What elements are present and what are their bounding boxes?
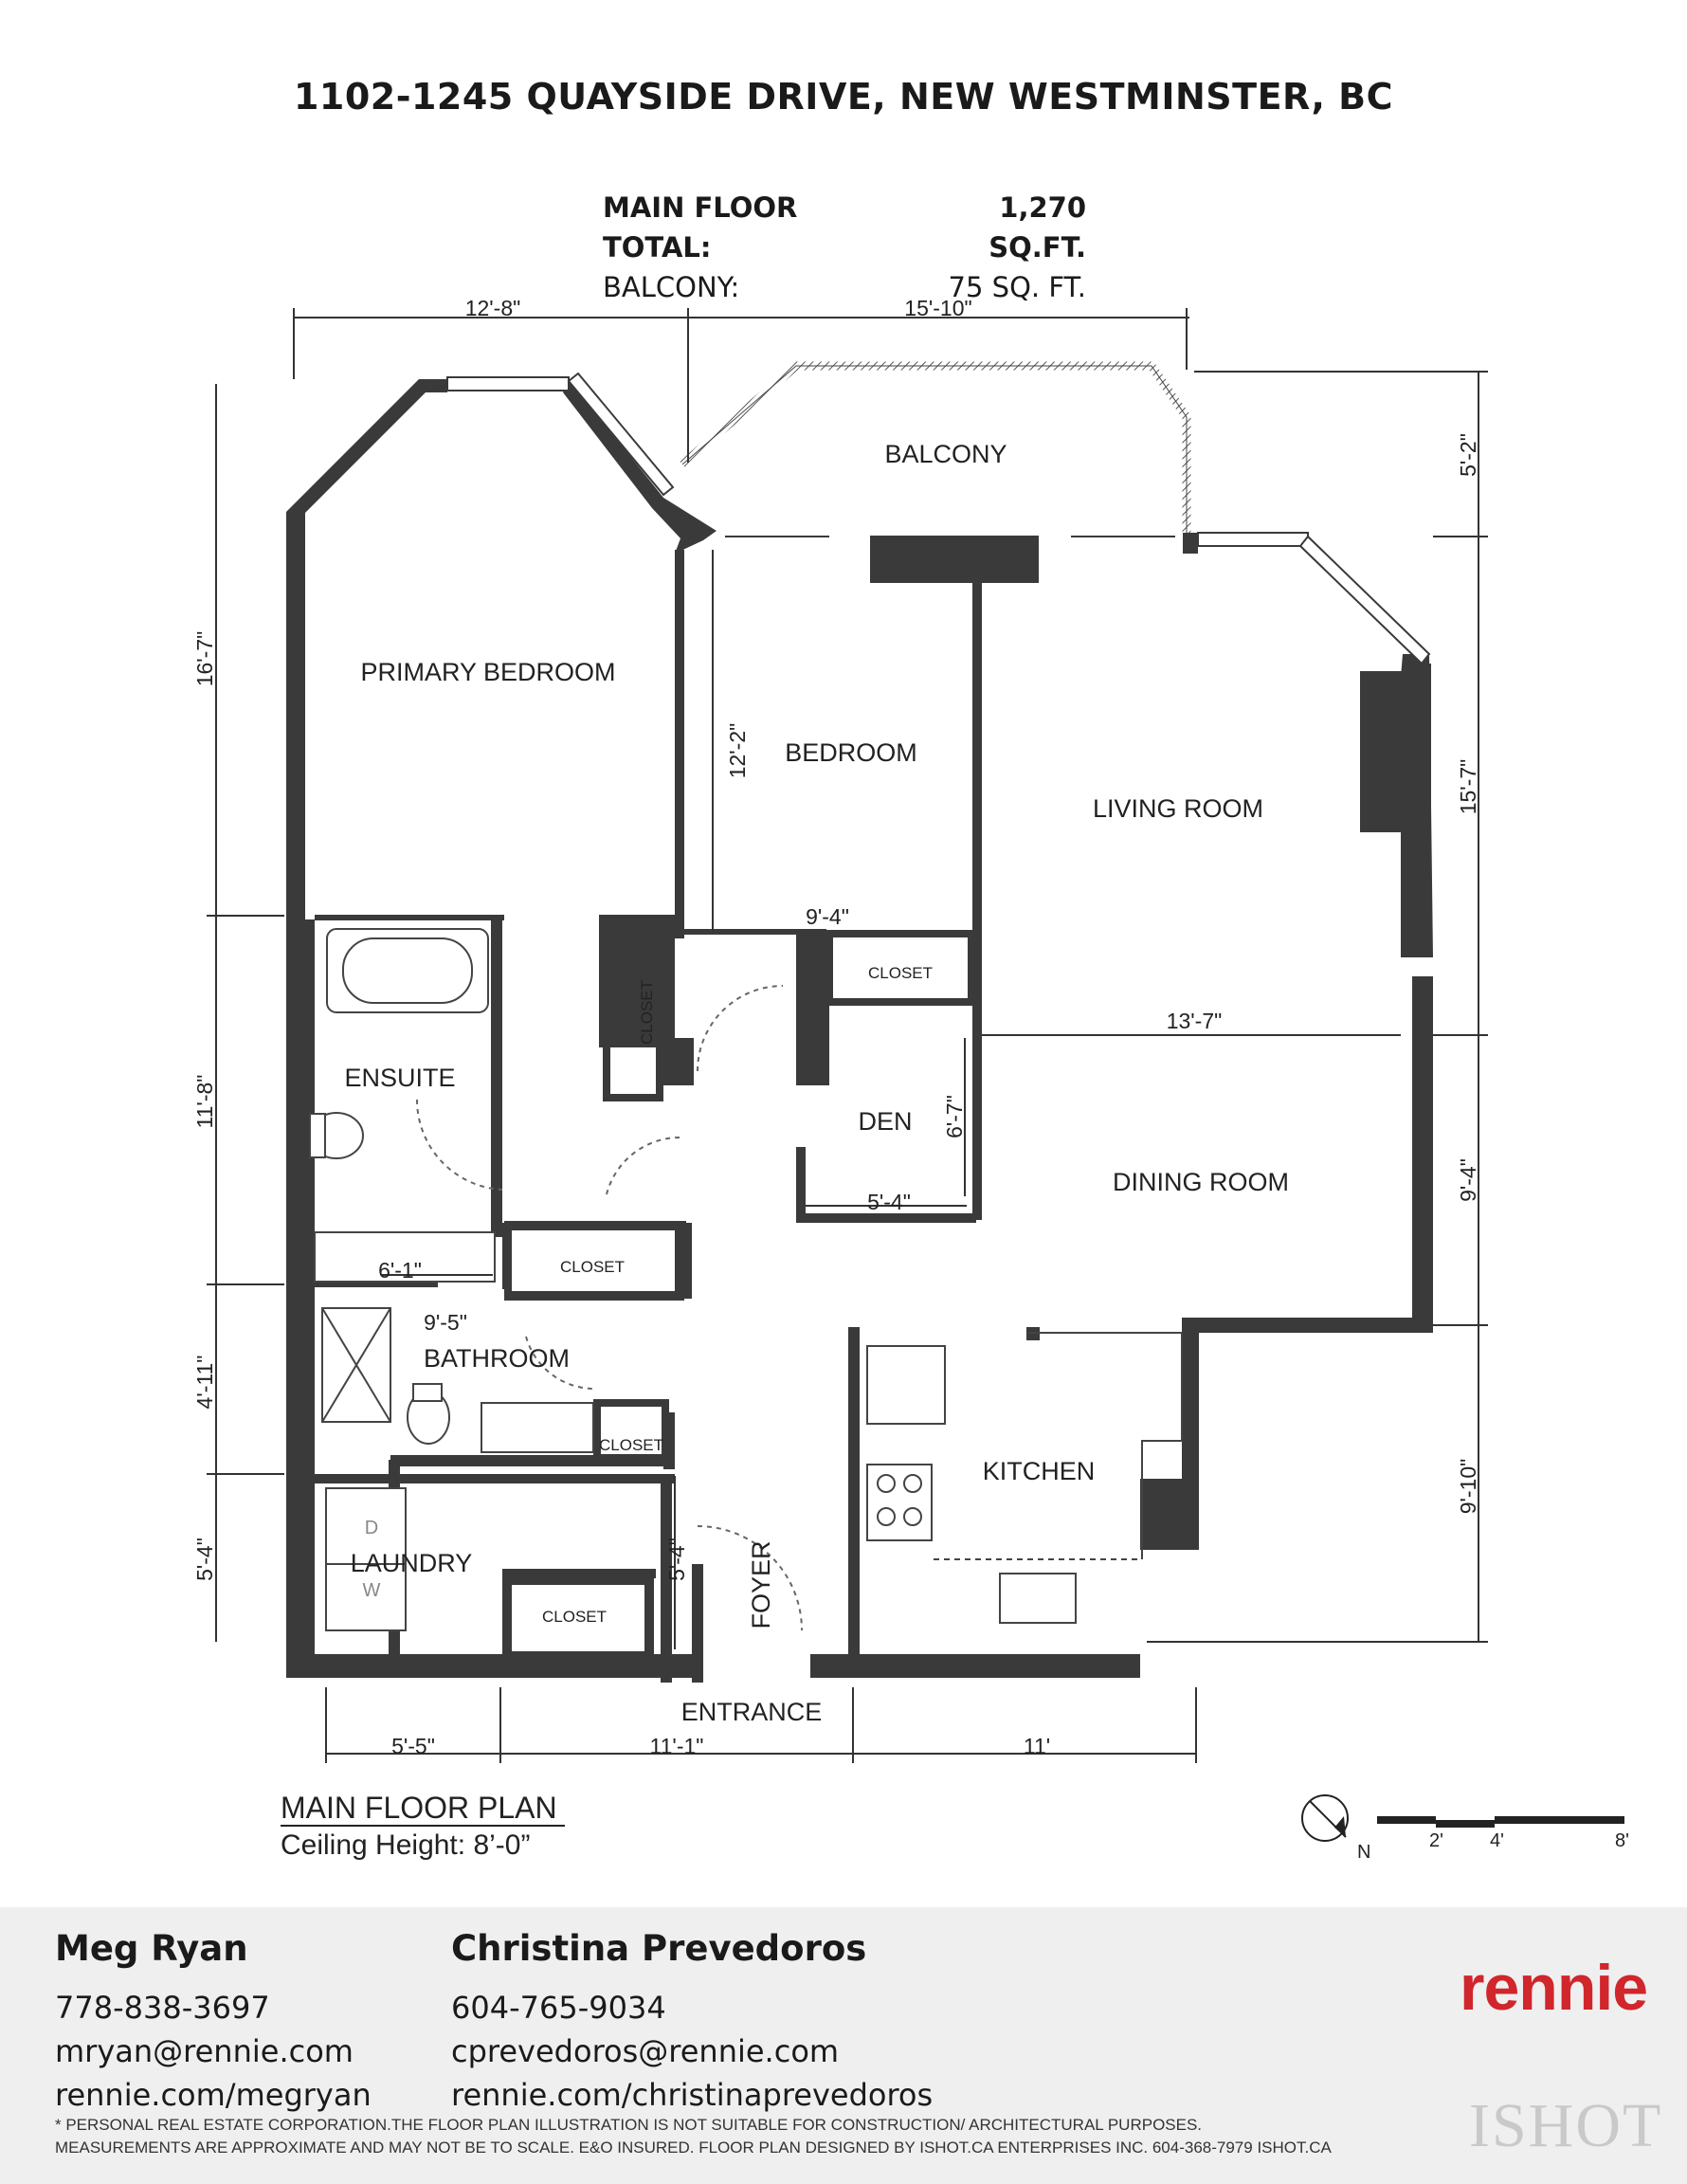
dim-bottom-right: 11' — [1024, 1734, 1050, 1758]
room-entrance: ENTRANCE — [681, 1698, 823, 1726]
plan-title: MAIN FLOOR PLAN — [281, 1791, 557, 1825]
room-bathroom: BATHROOM — [424, 1344, 570, 1373]
dim-right-dining: 9'-4" — [1456, 1158, 1480, 1202]
dim-living-w: 13'-7" — [1167, 1009, 1223, 1033]
dim-left-ensuite: 11'-8" — [192, 1075, 217, 1129]
dim-bath-w: 9'-5" — [424, 1310, 467, 1335]
closet-label-bathroom: CLOSET — [599, 1436, 663, 1454]
closet-label-primary: CLOSET — [638, 980, 656, 1045]
dim-bedroom-v: 12'-2" — [725, 723, 750, 779]
windows — [446, 372, 1431, 665]
ceiling-height: Ceiling Height: 8’-0” — [281, 1829, 530, 1861]
scale-2ft: 2' — [1429, 1830, 1443, 1851]
dim-right-kitchen: 9'-10" — [1456, 1459, 1480, 1515]
agent-1-phone[interactable]: 778-838-3697 — [55, 1990, 270, 2026]
dim-left-primary: 16'-7" — [192, 631, 217, 687]
compass-icon — [1301, 1794, 1349, 1842]
scale-4ft: 4' — [1490, 1830, 1504, 1851]
scale-bar: 2' 4' 8' — [1377, 1816, 1629, 1851]
closet-label-bedroom: CLOSET — [868, 964, 933, 982]
agent-2-name: Christina Prevedoros — [451, 1928, 867, 1969]
agent-2-phone[interactable]: 604-765-9034 — [451, 1990, 666, 2026]
room-dining-room: DINING ROOM — [1113, 1168, 1289, 1196]
dim-right-balcony: 5'-2" — [1456, 433, 1480, 477]
area-summary: MAIN FLOOR TOTAL: 1,270 SQ.FT. BALCONY: … — [603, 188, 1086, 307]
balcony-area-label: BALCONY: — [603, 271, 740, 303]
closets — [504, 918, 975, 1659]
property-address-title: 1102-1245 QUAYSIDE DRIVE, NEW WESTMINSTE… — [293, 76, 1394, 118]
dryer-label: D — [365, 1518, 378, 1538]
compass-label: N — [1357, 1842, 1370, 1863]
footer — [0, 1907, 1687, 2184]
door-swings — [415, 985, 803, 1631]
agent-1-website[interactable]: rennie.com/megryan — [55, 2077, 372, 2113]
main-floor-total-label: MAIN FLOOR TOTAL: — [603, 191, 798, 264]
room-ensuite: ENSUITE — [344, 1064, 455, 1092]
agent-card-2: Christina Prevedoros 604-765-9034 cpreve… — [451, 1928, 933, 2117]
exterior-walls — [286, 379, 1433, 1678]
room-balcony: BALCONY — [884, 440, 1007, 468]
dim-top-left: 12'-8" — [465, 296, 521, 320]
room-living-room: LIVING ROOM — [1093, 794, 1263, 823]
dim-bottom-left: 5'-5" — [391, 1734, 435, 1758]
room-foyer: FOYER — [747, 1540, 775, 1629]
floor-plan: PRIMARY BEDROOM BALCONY BEDROOM LIVING R… — [192, 296, 1629, 1863]
dim-top-right: 15'-10" — [904, 296, 971, 320]
dim-den-w: 5'-4" — [867, 1190, 911, 1214]
dimension-lines — [207, 308, 1488, 1763]
dim-foyer-v: 5'-4" — [664, 1538, 689, 1581]
dim-ensuite-w: 6'-1" — [378, 1258, 422, 1283]
dim-bedroom-w: 9'-4" — [806, 904, 849, 929]
disclaimer-line-1: * PERSONAL REAL ESTATE CORPORATION.THE F… — [55, 2116, 1203, 2134]
rennie-logo: rennie — [1460, 1952, 1648, 2024]
room-laundry: LAUNDRY — [351, 1549, 473, 1577]
dim-bottom-mid: 11'-1" — [650, 1734, 704, 1758]
disclaimer: * PERSONAL REAL ESTATE CORPORATION.THE F… — [55, 2114, 1401, 2159]
fixtures — [309, 928, 1183, 1631]
dim-right-living: 15'-7" — [1456, 759, 1480, 815]
scale-8ft: 8' — [1615, 1830, 1629, 1851]
agent-card-1: Meg Ryan 778-838-3697 mryan@rennie.com r… — [55, 1928, 372, 2117]
balcony-area-value: 75 SQ. FT. — [948, 271, 1086, 303]
closet-label-ensuite: CLOSET — [560, 1258, 625, 1276]
dim-den-v: 6'-7" — [942, 1095, 967, 1138]
room-kitchen: KITCHEN — [983, 1457, 1096, 1485]
ishot-watermark: ISHOT — [1469, 2091, 1663, 2160]
room-den: DEN — [858, 1107, 912, 1136]
room-primary-bedroom: PRIMARY BEDROOM — [360, 658, 615, 686]
room-bedroom: BEDROOM — [785, 738, 917, 767]
dim-left-laundry: 5'-4" — [192, 1538, 217, 1581]
disclaimer-line-2: MEASUREMENTS ARE APPROXIMATE AND MAY NOT… — [55, 2138, 1332, 2157]
agent-1-name: Meg Ryan — [55, 1928, 248, 1969]
washer-label: W — [363, 1580, 381, 1601]
main-floor-total-value: 1,270 SQ.FT. — [989, 191, 1086, 264]
dim-left-bath: 4'-11" — [192, 1356, 217, 1410]
agent-1-email[interactable]: mryan@rennie.com — [55, 2033, 354, 2069]
agent-2-email[interactable]: cprevedoros@rennie.com — [451, 2033, 840, 2069]
agent-2-website[interactable]: rennie.com/christinaprevedoros — [451, 2077, 934, 2113]
closet-label-laundry: CLOSET — [542, 1608, 607, 1626]
